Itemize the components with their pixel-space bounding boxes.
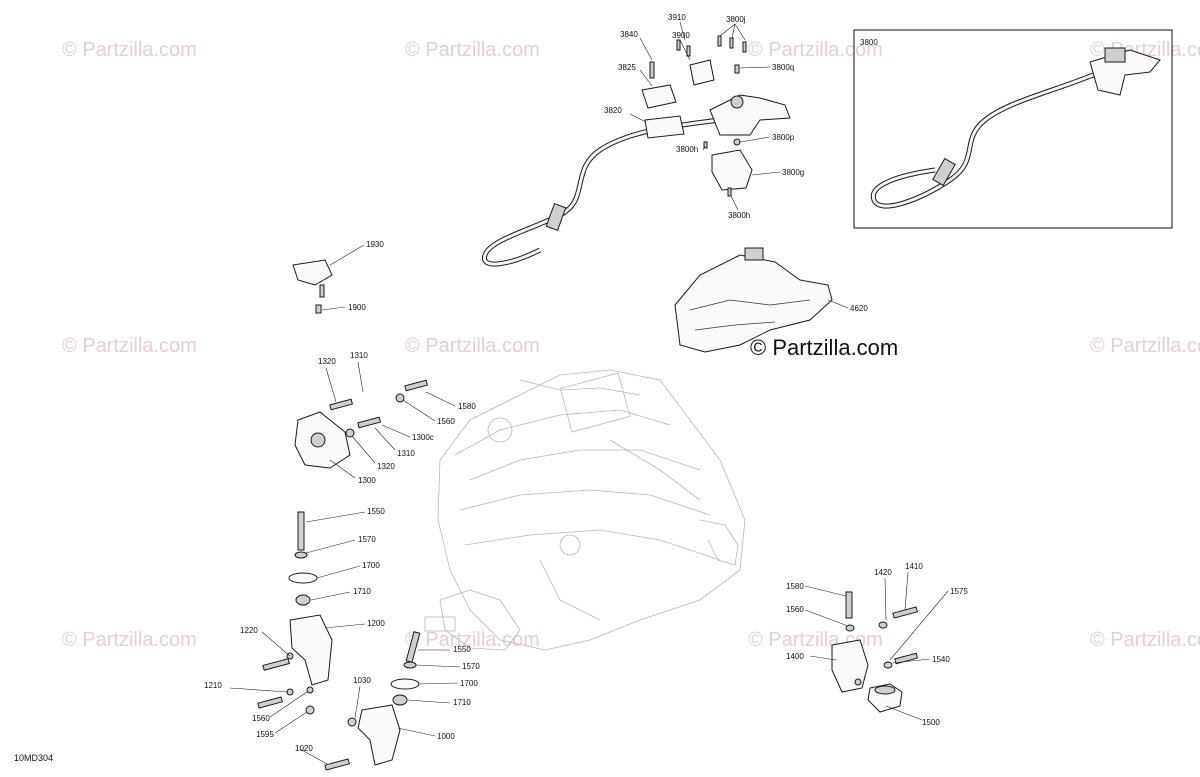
part-label: 3800q bbox=[772, 63, 794, 72]
watermark: © Partzilla.com bbox=[405, 39, 540, 61]
bracket-1930 bbox=[292, 259, 333, 314]
part-label: 1200 bbox=[367, 619, 385, 628]
watermark: © Partzilla.com bbox=[62, 39, 197, 61]
inset-box bbox=[853, 29, 1173, 229]
part-label: 1560 bbox=[252, 714, 270, 723]
inset-throttle-cable bbox=[870, 47, 1161, 209]
watermark: © Partzilla.com bbox=[405, 335, 540, 357]
mount-1400 bbox=[831, 591, 919, 713]
watermark: © Partzilla.com bbox=[1090, 335, 1200, 357]
part-label: 1220 bbox=[240, 626, 258, 635]
part-label: 1700 bbox=[460, 679, 478, 688]
watermark: © Partzilla.com bbox=[748, 39, 883, 61]
part-label: 1550 bbox=[367, 507, 385, 516]
part-label: 1020 bbox=[295, 744, 313, 753]
watermark: © Partzilla.com bbox=[1090, 629, 1200, 651]
part-label: 1595 bbox=[256, 730, 274, 739]
watermark: © Partzilla.com bbox=[62, 335, 197, 357]
watermark: © Partzilla.com bbox=[62, 629, 197, 651]
mount-stack-left bbox=[257, 511, 333, 715]
part-label: 3800j bbox=[726, 15, 746, 24]
partzilla-logo: © Partzilla.com bbox=[750, 335, 898, 360]
part-label: 1700 bbox=[362, 561, 380, 570]
part-label: 1710 bbox=[353, 587, 371, 596]
engine-outline bbox=[424, 369, 746, 651]
part-label: 3910 bbox=[668, 13, 686, 22]
part-4620 bbox=[674, 247, 833, 353]
part-label: 1400 bbox=[786, 652, 804, 661]
inset-label: 3800 bbox=[860, 38, 878, 47]
part-label: 1410 bbox=[905, 562, 923, 571]
part-labels: 3840 3910 3900 3800j 3800q 3825 3820 380… bbox=[204, 13, 968, 753]
mount-1300 bbox=[294, 379, 429, 469]
part-label: 3800g bbox=[782, 168, 804, 177]
part-label: 1420 bbox=[874, 568, 892, 577]
part-label: 1550 bbox=[453, 645, 471, 654]
part-label: 1310 bbox=[397, 449, 415, 458]
part-label: 1560 bbox=[437, 417, 455, 426]
part-label: 1540 bbox=[932, 655, 950, 664]
watermark: © Partzilla.com bbox=[405, 629, 540, 651]
part-label: 1900 bbox=[348, 303, 366, 312]
diagram-code: 10MD304 bbox=[14, 753, 53, 763]
part-label: 1570 bbox=[358, 535, 376, 544]
part-label: 3840 bbox=[620, 30, 638, 39]
part-label: 3800h bbox=[728, 211, 750, 220]
part-label: 1570 bbox=[462, 662, 480, 671]
mount-stack-center bbox=[324, 631, 421, 771]
part-label: 1580 bbox=[786, 582, 804, 591]
part-label: 1560 bbox=[786, 605, 804, 614]
part-label: 1500 bbox=[922, 718, 940, 727]
part-label: 1575 bbox=[950, 587, 968, 596]
part-label: 3800p bbox=[772, 133, 795, 142]
part-label: 1320 bbox=[377, 462, 395, 471]
part-label: 3800h bbox=[676, 145, 698, 154]
part-label: 1710 bbox=[453, 698, 471, 707]
watermark-layer: © Partzilla.com © Partzilla.com © Partzi… bbox=[62, 39, 1200, 651]
part-label: 1930 bbox=[366, 240, 384, 249]
part-label: 4620 bbox=[850, 304, 868, 313]
part-label: 3825 bbox=[618, 63, 636, 72]
part-label: 1030 bbox=[353, 676, 371, 685]
part-label: 1580 bbox=[458, 402, 476, 411]
part-label: 1210 bbox=[204, 681, 222, 690]
part-label: 3900 bbox=[672, 31, 690, 40]
part-label: 1000 bbox=[437, 732, 455, 741]
leader-lines bbox=[229, 21, 949, 765]
part-label: 3820 bbox=[604, 106, 622, 115]
part-label: 1320 bbox=[318, 357, 336, 366]
throttle-cable-assembly bbox=[482, 35, 791, 267]
part-label: 1310 bbox=[350, 351, 368, 360]
part-label: 1300 bbox=[358, 476, 376, 485]
part-label: 1300c bbox=[412, 433, 434, 442]
